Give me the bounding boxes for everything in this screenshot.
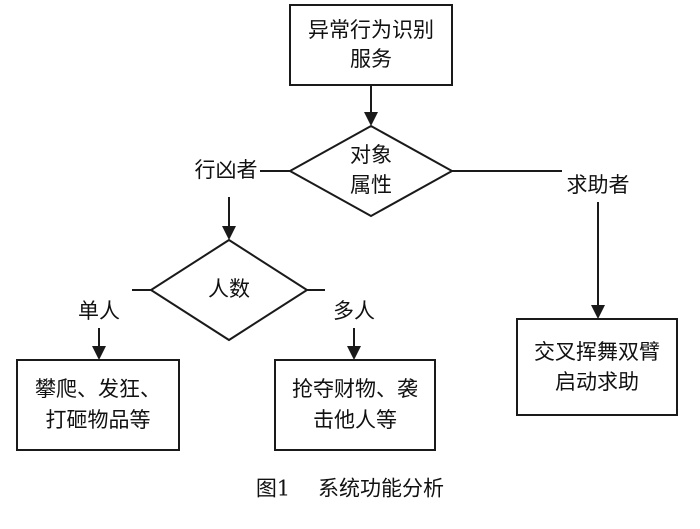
service-box xyxy=(289,4,453,86)
single-result-box xyxy=(16,359,180,451)
help-result-line2: 启动求助 xyxy=(555,370,639,394)
arrowhead-help xyxy=(591,305,605,319)
arrowhead-attacker xyxy=(222,226,236,240)
figure-title: 系统功能分析 xyxy=(318,477,444,501)
edge-label-multiple: 多人 xyxy=(333,299,375,323)
multiple-result-box xyxy=(274,359,436,451)
edge-label-single: 单人 xyxy=(78,299,120,323)
multiple-result-line1: 抢夺财物、袭 xyxy=(292,377,418,401)
count-label: 人数 xyxy=(208,277,250,301)
count-decision xyxy=(149,238,309,342)
help-result-line1: 交叉挥舞双臂 xyxy=(534,340,660,364)
object-attribute-line1: 对象 xyxy=(350,143,392,167)
single-result-line2: 打砸物品等 xyxy=(46,408,151,432)
help-result-box xyxy=(516,318,678,416)
single-result-line1: 攀爬、发狂、 xyxy=(35,377,161,401)
arrowhead-service xyxy=(364,112,378,126)
arrowhead-multiple xyxy=(347,346,361,360)
figure-number: 图1 xyxy=(256,477,290,501)
multiple-result-line2: 击他人等 xyxy=(313,408,397,432)
service-label-line1: 异常行为识别 xyxy=(308,18,434,42)
arrowhead-single xyxy=(92,346,106,360)
service-label-line2: 服务 xyxy=(350,47,392,71)
edge-label-help-seeker: 求助者 xyxy=(567,173,630,197)
edge-label-attacker: 行凶者 xyxy=(195,158,258,182)
object-attribute-decision xyxy=(287,124,455,218)
object-attribute-line2: 属性 xyxy=(350,173,392,197)
